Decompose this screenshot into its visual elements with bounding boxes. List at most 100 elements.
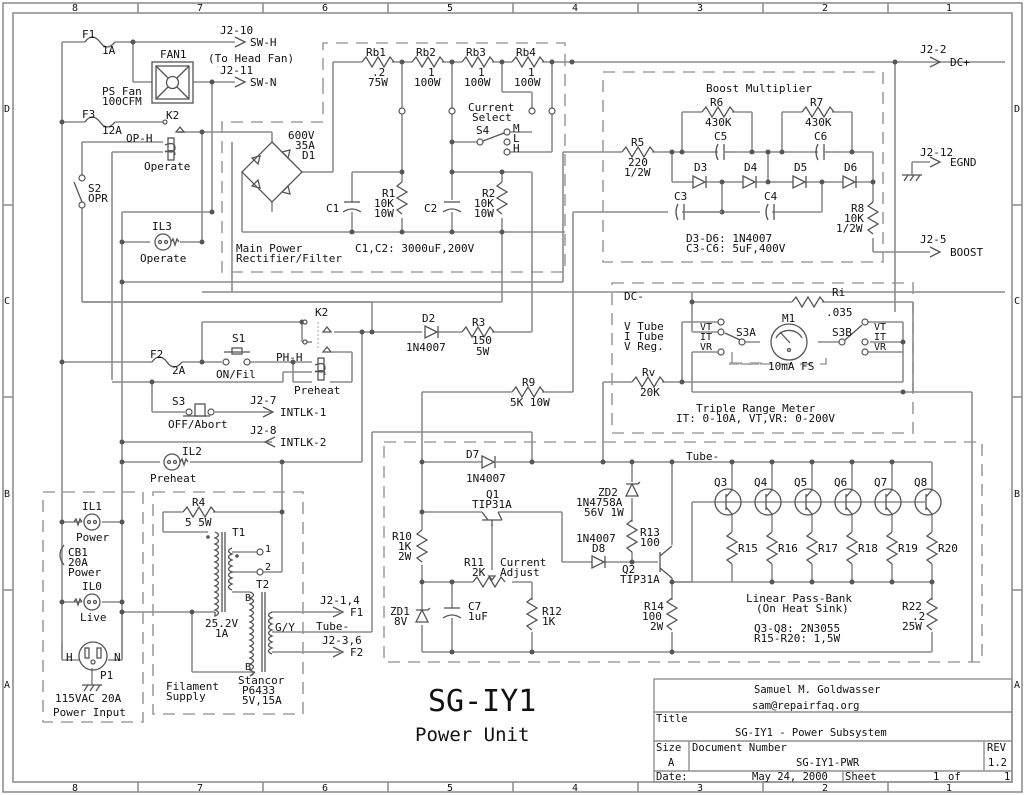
drawing-subtitle: Power Unit xyxy=(415,724,529,746)
boost-note2: C3-C6: 5uF,400V xyxy=(686,242,786,255)
s3b-ref: S3B xyxy=(832,326,852,339)
r22-ref: R22 xyxy=(902,600,922,613)
r1-v2: 10W xyxy=(374,207,394,220)
resistor-r19 xyxy=(886,531,898,565)
pass-bank-title2: (On Heat Sink) xyxy=(756,602,849,615)
r2-ref: R2 xyxy=(482,187,495,200)
rb2-v2: 100W xyxy=(414,76,441,89)
transistor-q2 xyxy=(659,545,673,579)
d2-value: 1N4007 xyxy=(406,341,446,354)
zone-labels: 8 7 6 5 4 3 2 1 8 7 6 5 4 3 2 1 D C B A … xyxy=(4,3,1020,794)
t2-mfr: Stancor xyxy=(238,674,285,687)
rb2-v1: 1 xyxy=(428,66,435,79)
d1-ref: D1 xyxy=(302,149,315,162)
rv-ref: Rv xyxy=(642,366,656,379)
r15-ref: R15 xyxy=(738,542,758,555)
t2-b1: B xyxy=(245,593,251,604)
tb-size: A xyxy=(668,757,675,769)
fan-icon xyxy=(151,61,194,104)
d8-value: 1N4007 xyxy=(576,532,616,545)
fan1-desc2: 100CFM xyxy=(102,95,142,108)
row-label: D xyxy=(1014,104,1020,115)
f2-ref: F2 xyxy=(150,348,163,361)
r3-ref: R3 xyxy=(472,316,485,329)
relay-k2 xyxy=(162,119,333,381)
meter-m1 xyxy=(731,323,827,365)
r6-ref: R6 xyxy=(710,96,723,109)
t2-gy: G/Y xyxy=(275,621,295,634)
transistor-q1 xyxy=(481,511,503,526)
j2-14-signal: F1 xyxy=(350,606,363,619)
capacitor-c2 xyxy=(442,201,462,213)
r11-adj1: Current xyxy=(500,556,546,569)
j2-36-signal: F2 xyxy=(350,646,363,659)
fuse-f2-symbol xyxy=(151,356,183,368)
q1-value: TIP31A xyxy=(472,498,512,511)
s3a-vt: VT xyxy=(700,322,712,333)
q5-ref: Q5 xyxy=(794,476,807,489)
lamps xyxy=(73,233,189,611)
cb1-value: 20A xyxy=(68,556,88,569)
resistor-r2 xyxy=(496,181,508,215)
s1-desc: ON/Fil xyxy=(216,368,256,381)
j2-8-pin: J2-8 xyxy=(250,424,277,437)
col-label: 3 xyxy=(697,783,703,794)
d8-ref: D8 xyxy=(592,542,605,555)
r4-ref: R4 xyxy=(192,496,206,509)
r9-ref: R9 xyxy=(522,376,535,389)
col-label: 8 xyxy=(72,3,78,14)
il2-ref: IL2 xyxy=(182,445,202,458)
s3-ref: S3 xyxy=(172,395,185,408)
r1-ref: R1 xyxy=(382,187,395,200)
pass-bank-title1: Linear Pass-Bank xyxy=(746,592,852,605)
q1-ref: Q1 xyxy=(486,488,499,501)
m1-ref: M1 xyxy=(782,312,795,325)
meter-switches xyxy=(717,318,869,356)
p1-h: H xyxy=(66,651,73,664)
fuse-f3-symbol xyxy=(84,116,116,128)
wiper-arrow xyxy=(487,575,497,582)
il3-ref: IL3 xyxy=(152,220,172,233)
k2-top-ref: K2 xyxy=(166,109,179,122)
r14-v1: 100 xyxy=(642,610,662,623)
pass-bank-note2: R15-R20: 1,5W xyxy=(754,632,840,645)
d7-ref: D7 xyxy=(466,448,479,461)
row-label: C xyxy=(4,296,10,307)
resistor-r18 xyxy=(846,531,858,565)
r13-value: 100 xyxy=(640,536,660,549)
col-label: 2 xyxy=(822,783,828,794)
r19-ref: R19 xyxy=(898,542,918,555)
zd2-v1: 1N4758A xyxy=(576,496,623,509)
row-label: A xyxy=(1014,680,1020,691)
il0-desc: Live xyxy=(80,611,107,624)
d3-ref: D3 xyxy=(694,161,707,174)
r13-ref: R13 xyxy=(640,526,660,539)
tb-date-label: Date: xyxy=(656,771,688,783)
r1-v1: 10K xyxy=(374,197,394,210)
resistor-r12 xyxy=(526,597,538,631)
tb-docnum: SG-IY1-PWR xyxy=(796,757,860,769)
meter-legend-2: I Tube xyxy=(624,330,664,343)
r17-ref: R17 xyxy=(818,542,838,555)
j2-7-signal: INTLK-1 xyxy=(280,406,326,419)
switch-s4 xyxy=(398,107,556,156)
tb-title: SG-IY1 - Power Subsystem xyxy=(735,727,887,739)
col-label: 4 xyxy=(572,783,578,794)
j2-12-pin: J2-12 xyxy=(920,146,953,159)
ri-ref: Ri xyxy=(832,286,845,299)
resistor-r20 xyxy=(926,531,938,565)
cb1-desc: Power xyxy=(68,566,101,579)
j2-10-pin: J2-10 xyxy=(220,24,253,37)
capacitor-c1 xyxy=(342,201,362,213)
drawing-title: SG-IY1 xyxy=(428,684,536,719)
r3-v2: 5W xyxy=(476,345,490,358)
head-fan-note: (To Head Fan) xyxy=(208,52,294,65)
rb2-ref: Rb2 xyxy=(416,46,436,59)
s4-ref: S4 xyxy=(476,124,490,137)
bridge-rectifier-d1 xyxy=(241,141,303,203)
r5-ref: R5 xyxy=(631,136,644,149)
col-label: 6 xyxy=(322,783,328,794)
op-h-label: OP-H xyxy=(126,132,153,145)
il3-desc: Operate xyxy=(140,252,186,265)
